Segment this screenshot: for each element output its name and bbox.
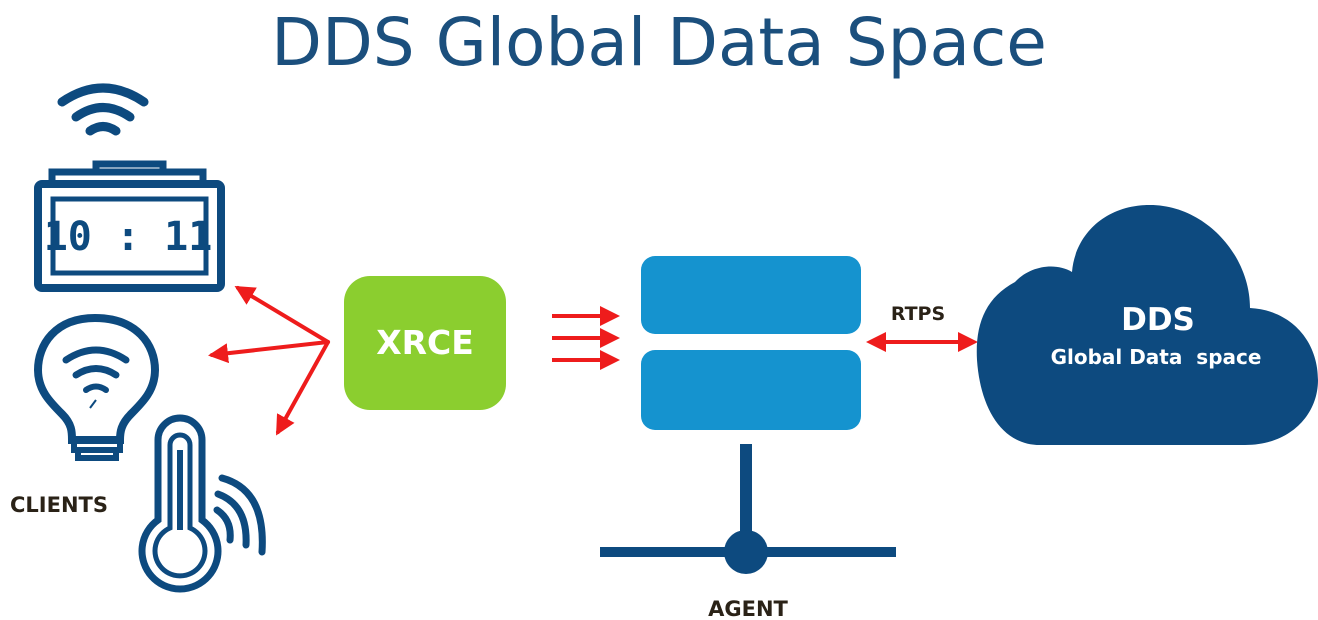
xrce-label: XRCE <box>376 323 474 362</box>
server-icon <box>641 256 861 430</box>
clock-display: 10 : 11 <box>44 214 213 260</box>
cloud-title: DDS <box>1121 302 1195 338</box>
page-title: DDS Global Data Space <box>271 4 1047 81</box>
cloud-icon: DDS Global Data space <box>976 205 1318 445</box>
xrce-to-clients-arrows <box>208 285 330 436</box>
wifi-icon <box>57 83 149 136</box>
xrce-to-agent-arrows <box>552 306 620 370</box>
clients-label: CLIENTS <box>10 493 108 517</box>
xrce-box: XRCE <box>344 276 506 410</box>
light-bulb-icon <box>33 313 160 461</box>
thermometer-icon <box>138 414 266 593</box>
cloud-subtitle: Global Data space <box>1051 345 1262 369</box>
network-node-icon <box>600 444 896 574</box>
rtps-label: RTPS <box>891 303 945 325</box>
agent-label: AGENT <box>708 597 788 620</box>
alarm-clock-icon: 10 : 11 <box>34 160 225 292</box>
